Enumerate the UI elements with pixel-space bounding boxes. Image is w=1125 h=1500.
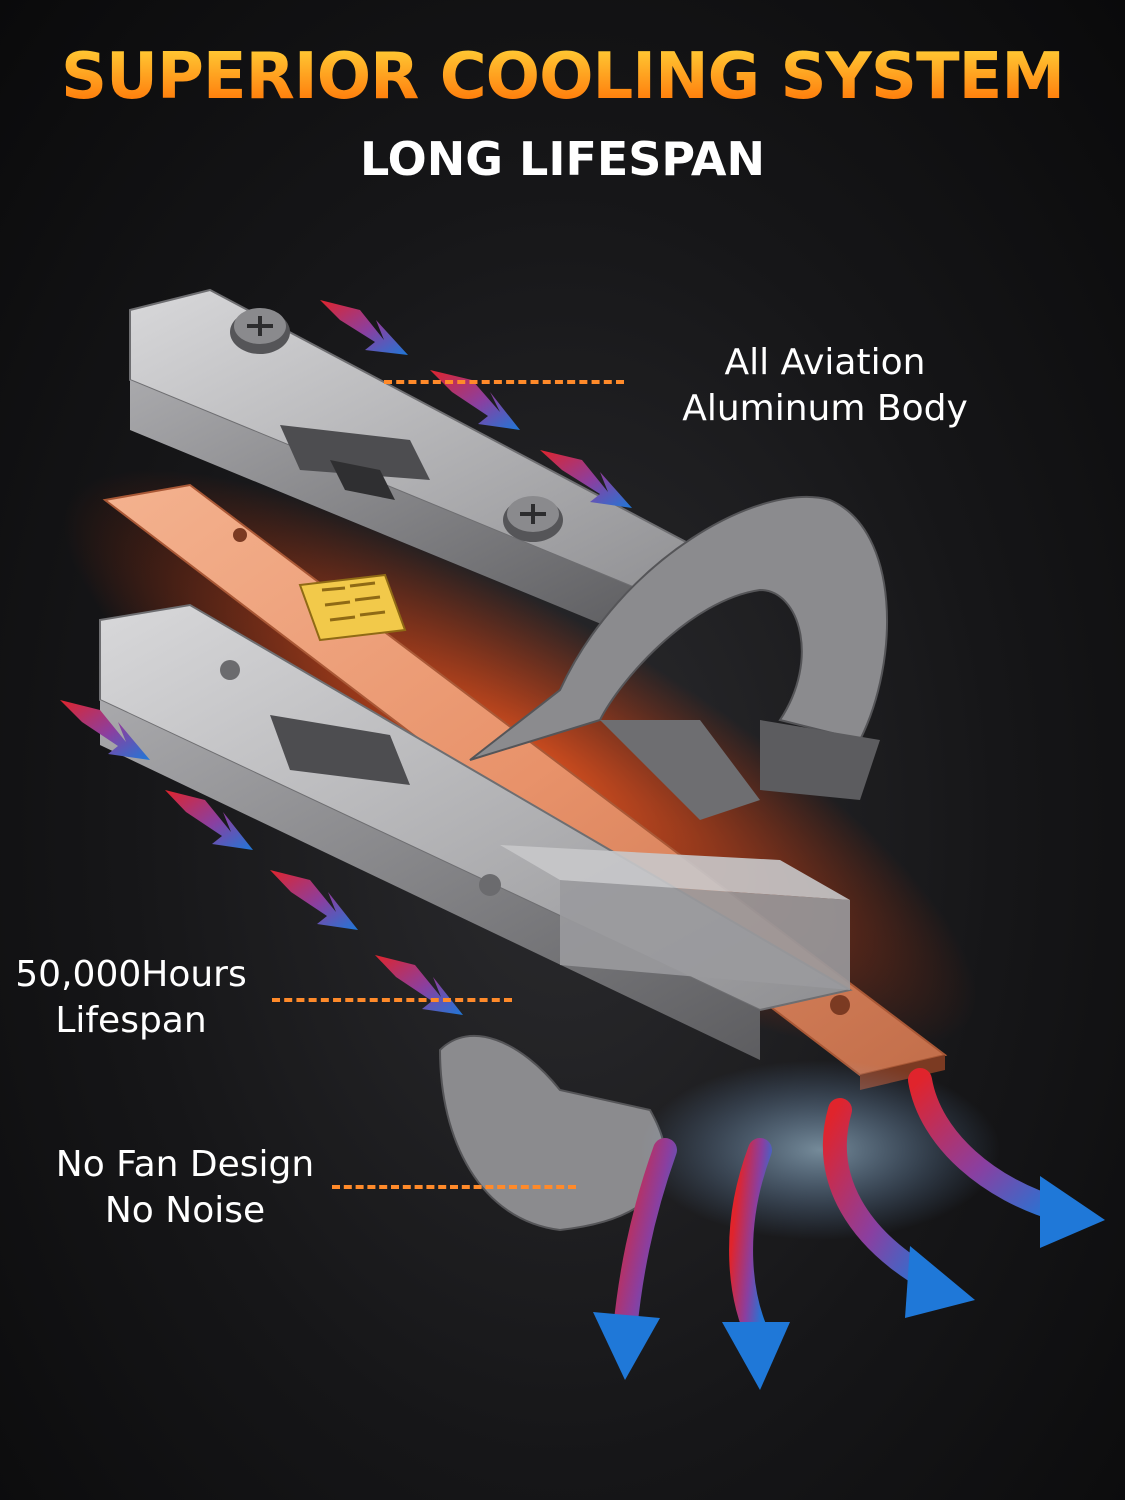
- lower-collar-flange: [438, 1034, 667, 1232]
- screw-icon: [503, 496, 563, 542]
- airflow-arrow-icon: [593, 1068, 1105, 1390]
- cool-airflow-mist: [640, 1060, 1000, 1240]
- callout-no-fan: No Fan Design No Noise: [40, 1142, 330, 1234]
- airflow-arrow-icon: [320, 300, 632, 508]
- upper-heatsink: [129, 288, 723, 640]
- leader-line: [384, 380, 624, 384]
- lower-heatsink: [99, 603, 853, 1060]
- screw-icon: [230, 308, 290, 354]
- callout-line: All Aviation: [724, 342, 926, 383]
- leader-line: [332, 1185, 576, 1189]
- callout-line: 50,000Hours: [15, 954, 247, 995]
- callout-line: No Noise: [104, 1190, 266, 1231]
- page-subtitle: LONG LIFESPAN: [359, 132, 766, 186]
- page-title: SUPERIOR COOLING SYSTEM: [0, 40, 1125, 114]
- callout-line: Aluminum Body: [682, 388, 968, 429]
- callout-lifespan: 50,000Hours Lifespan: [8, 952, 254, 1044]
- callout-line: No Fan Design: [55, 1144, 315, 1185]
- callout-line: Lifespan: [55, 1000, 207, 1041]
- callout-aluminum-body: All Aviation Aluminum Body: [660, 340, 990, 432]
- led-chip-icon: [298, 573, 407, 642]
- upper-collar-flange: [469, 495, 888, 820]
- leader-line: [272, 998, 512, 1002]
